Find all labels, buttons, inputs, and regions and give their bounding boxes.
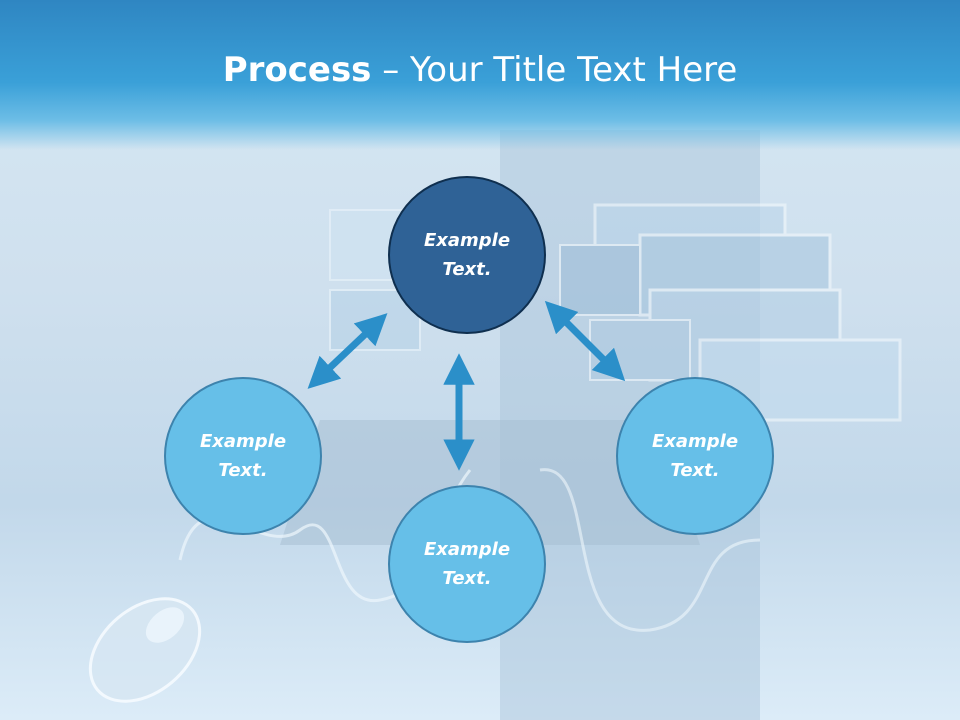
node-left: Example Text. bbox=[164, 377, 322, 535]
title-bold: Process bbox=[222, 50, 372, 90]
title-rest: – Your Title Text Here bbox=[371, 50, 738, 90]
node-bottom: Example Text. bbox=[388, 485, 546, 643]
arrow-top-right bbox=[544, 300, 626, 382]
node-top: Example Text. bbox=[388, 176, 546, 334]
node-left-label: Example Text. bbox=[199, 431, 287, 481]
node-right-label: Example Text. bbox=[651, 431, 739, 481]
keyboard-shape bbox=[280, 420, 700, 545]
node-right: Example Text. bbox=[616, 377, 774, 535]
node-top-label: Example Text. bbox=[423, 230, 511, 280]
arrow-top-left bbox=[307, 313, 388, 389]
slide-title: Process – Your Title Text Here bbox=[0, 50, 960, 90]
title-bar bbox=[0, 0, 960, 150]
node-bottom-label: Example Text. bbox=[423, 539, 511, 589]
